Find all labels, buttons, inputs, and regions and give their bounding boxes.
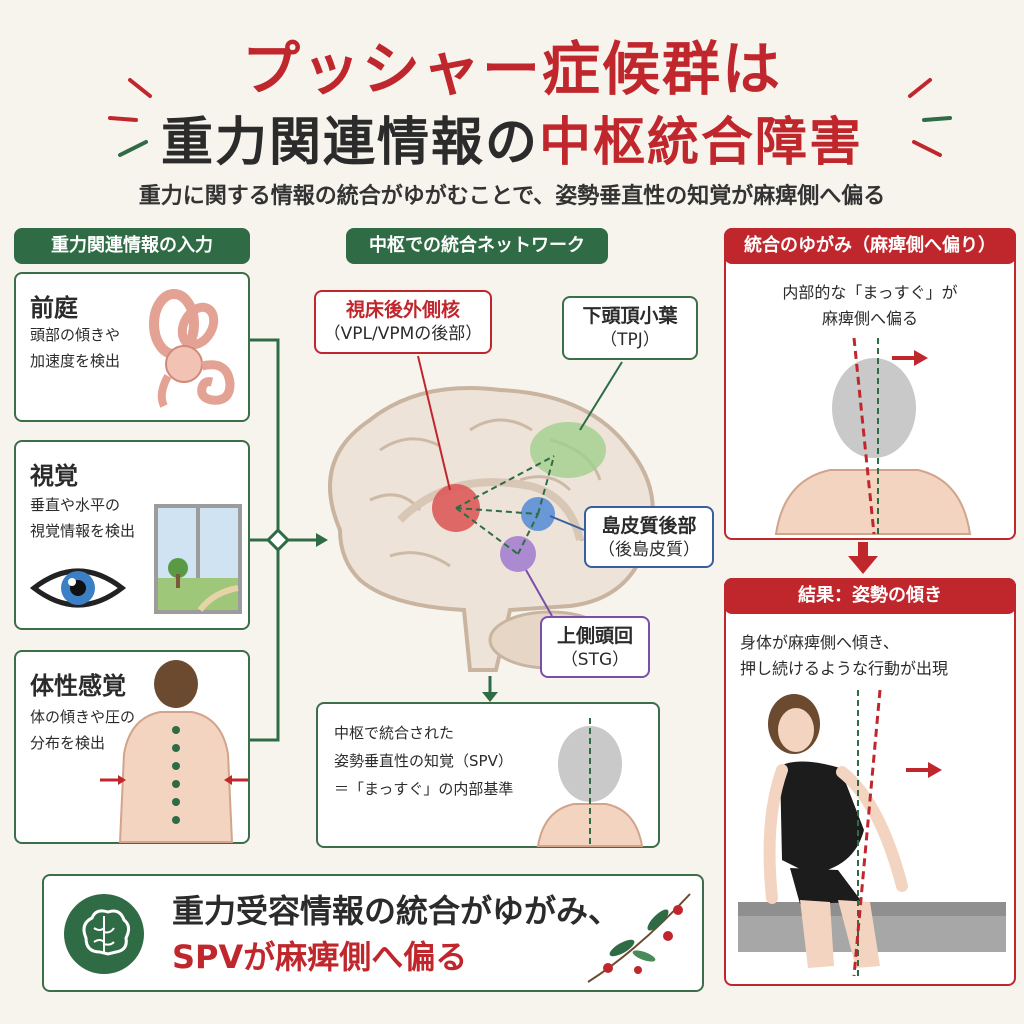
vestibular-text1: 頭部の傾きや	[30, 326, 121, 344]
spark-right-icon	[908, 78, 952, 157]
thalamus-name: 視床後外側核	[345, 299, 460, 321]
visual-heading: 視覚	[30, 462, 78, 490]
leaning-person-icon	[738, 689, 1006, 977]
spark-left-icon	[108, 78, 152, 157]
back-torso-icon	[100, 660, 248, 843]
main-title-line1: プッシャー症候群は	[241, 35, 782, 103]
head-back-icon	[536, 718, 644, 847]
input-tag: 重力関連情報の入力	[14, 228, 250, 264]
summary-line2: SPVが麻痺側へ偏る	[172, 938, 468, 976]
thalamus-label: 視床後外側核 （VPL/VPMの後部）	[314, 290, 492, 354]
result-line2: 押し続けるような行動が出現	[740, 659, 949, 678]
spv-line2: 姿勢垂直性の知覚（SPV）	[334, 752, 513, 770]
spv-line3: ＝「まっすぐ」の内部基準	[334, 780, 514, 798]
insula-label: 島皮質後部 （後島皮質）	[584, 506, 714, 568]
tpj-name: 下頭頂小葉	[582, 305, 678, 327]
summary-line1: 重力受容情報の統合がゆがみ、	[172, 892, 621, 930]
result-panel: 結果：姿勢の傾き 身体が麻痺側へ傾き、 押し続けるような行動が出現	[724, 578, 1016, 986]
region-leader-lines	[417, 355, 623, 617]
window-icon	[154, 504, 242, 614]
main-title-line2: 重力関連情報の中枢統合障害	[0, 100, 1024, 175]
result-tag: 結果：姿勢の傾き	[724, 578, 1016, 614]
tpj-label: 下頭頂小葉 （TPJ）	[562, 296, 698, 360]
tpj-sub: （TPJ）	[600, 330, 660, 350]
insula-name: 島皮質後部	[601, 515, 697, 537]
stg-label: 上側頭回 （STG）	[540, 616, 650, 678]
eye-icon	[29, 568, 127, 608]
vestibular-panel: 前庭 頭部の傾きや 加速度を検出	[14, 272, 250, 422]
inner-ear-icon	[149, 289, 235, 408]
berry-branch-icon	[587, 893, 691, 983]
spv-line1: 中枢で統合された	[334, 724, 455, 742]
insula-sub: （後島皮質）	[598, 540, 700, 560]
distortion-panel: 統合のゆがみ（麻痺側へ偏り） 内部的な「まっすぐ」が 麻痺側へ偏る	[724, 228, 1016, 540]
subtitle: 重力に関する情報の統合がゆがむことで、姿勢垂直性の知覚が麻痺側へ偏る	[138, 184, 886, 209]
head-back-icon	[774, 337, 972, 535]
result-line1: 身体が麻痺側へ傾き、	[740, 633, 899, 652]
visual-text2: 視覚情報を検出	[30, 522, 136, 540]
network-tag: 中枢での統合ネットワーク	[346, 228, 608, 264]
summary-banner: 重力受容情報の統合がゆがみ、 SPVが麻痺側へ偏る	[42, 874, 704, 992]
somatic-heading: 体性感覚	[30, 672, 126, 700]
distortion-line1: 内部的な「まっすぐ」が	[782, 283, 958, 302]
vestibular-heading: 前庭	[30, 294, 78, 322]
input-connector	[250, 338, 328, 742]
visual-panel: 視覚 垂直や水平の 視覚情報を検出	[14, 440, 250, 630]
somatic-text2: 分布を検出	[30, 734, 106, 752]
down-arrow-icon	[482, 676, 498, 702]
somatic-panel: 体性感覚 体の傾きや圧の 分布を検出	[14, 650, 250, 844]
distortion-tag: 統合のゆがみ（麻痺側へ偏り）	[724, 228, 1016, 264]
stg-name: 上側頭回	[556, 625, 633, 647]
result-arrow-icon	[848, 542, 878, 574]
distortion-line2: 麻痺側へ偏る	[821, 309, 918, 328]
brain-icon	[64, 894, 144, 974]
vestibular-text2: 加速度を検出	[30, 352, 121, 370]
spv-panel: 中枢で統合された 姿勢垂直性の知覚（SPV） ＝「まっすぐ」の内部基準	[316, 702, 660, 848]
title-highlight: 中枢統合障害	[539, 113, 864, 173]
thalamus-sub: （VPL/VPMの後部）	[323, 324, 483, 344]
title-prefix: 重力関連情報の	[160, 113, 539, 173]
somatic-text1: 体の傾きや圧の	[30, 708, 136, 726]
stg-sub: （STG）	[560, 650, 630, 670]
visual-text1: 垂直や水平の	[30, 496, 121, 514]
